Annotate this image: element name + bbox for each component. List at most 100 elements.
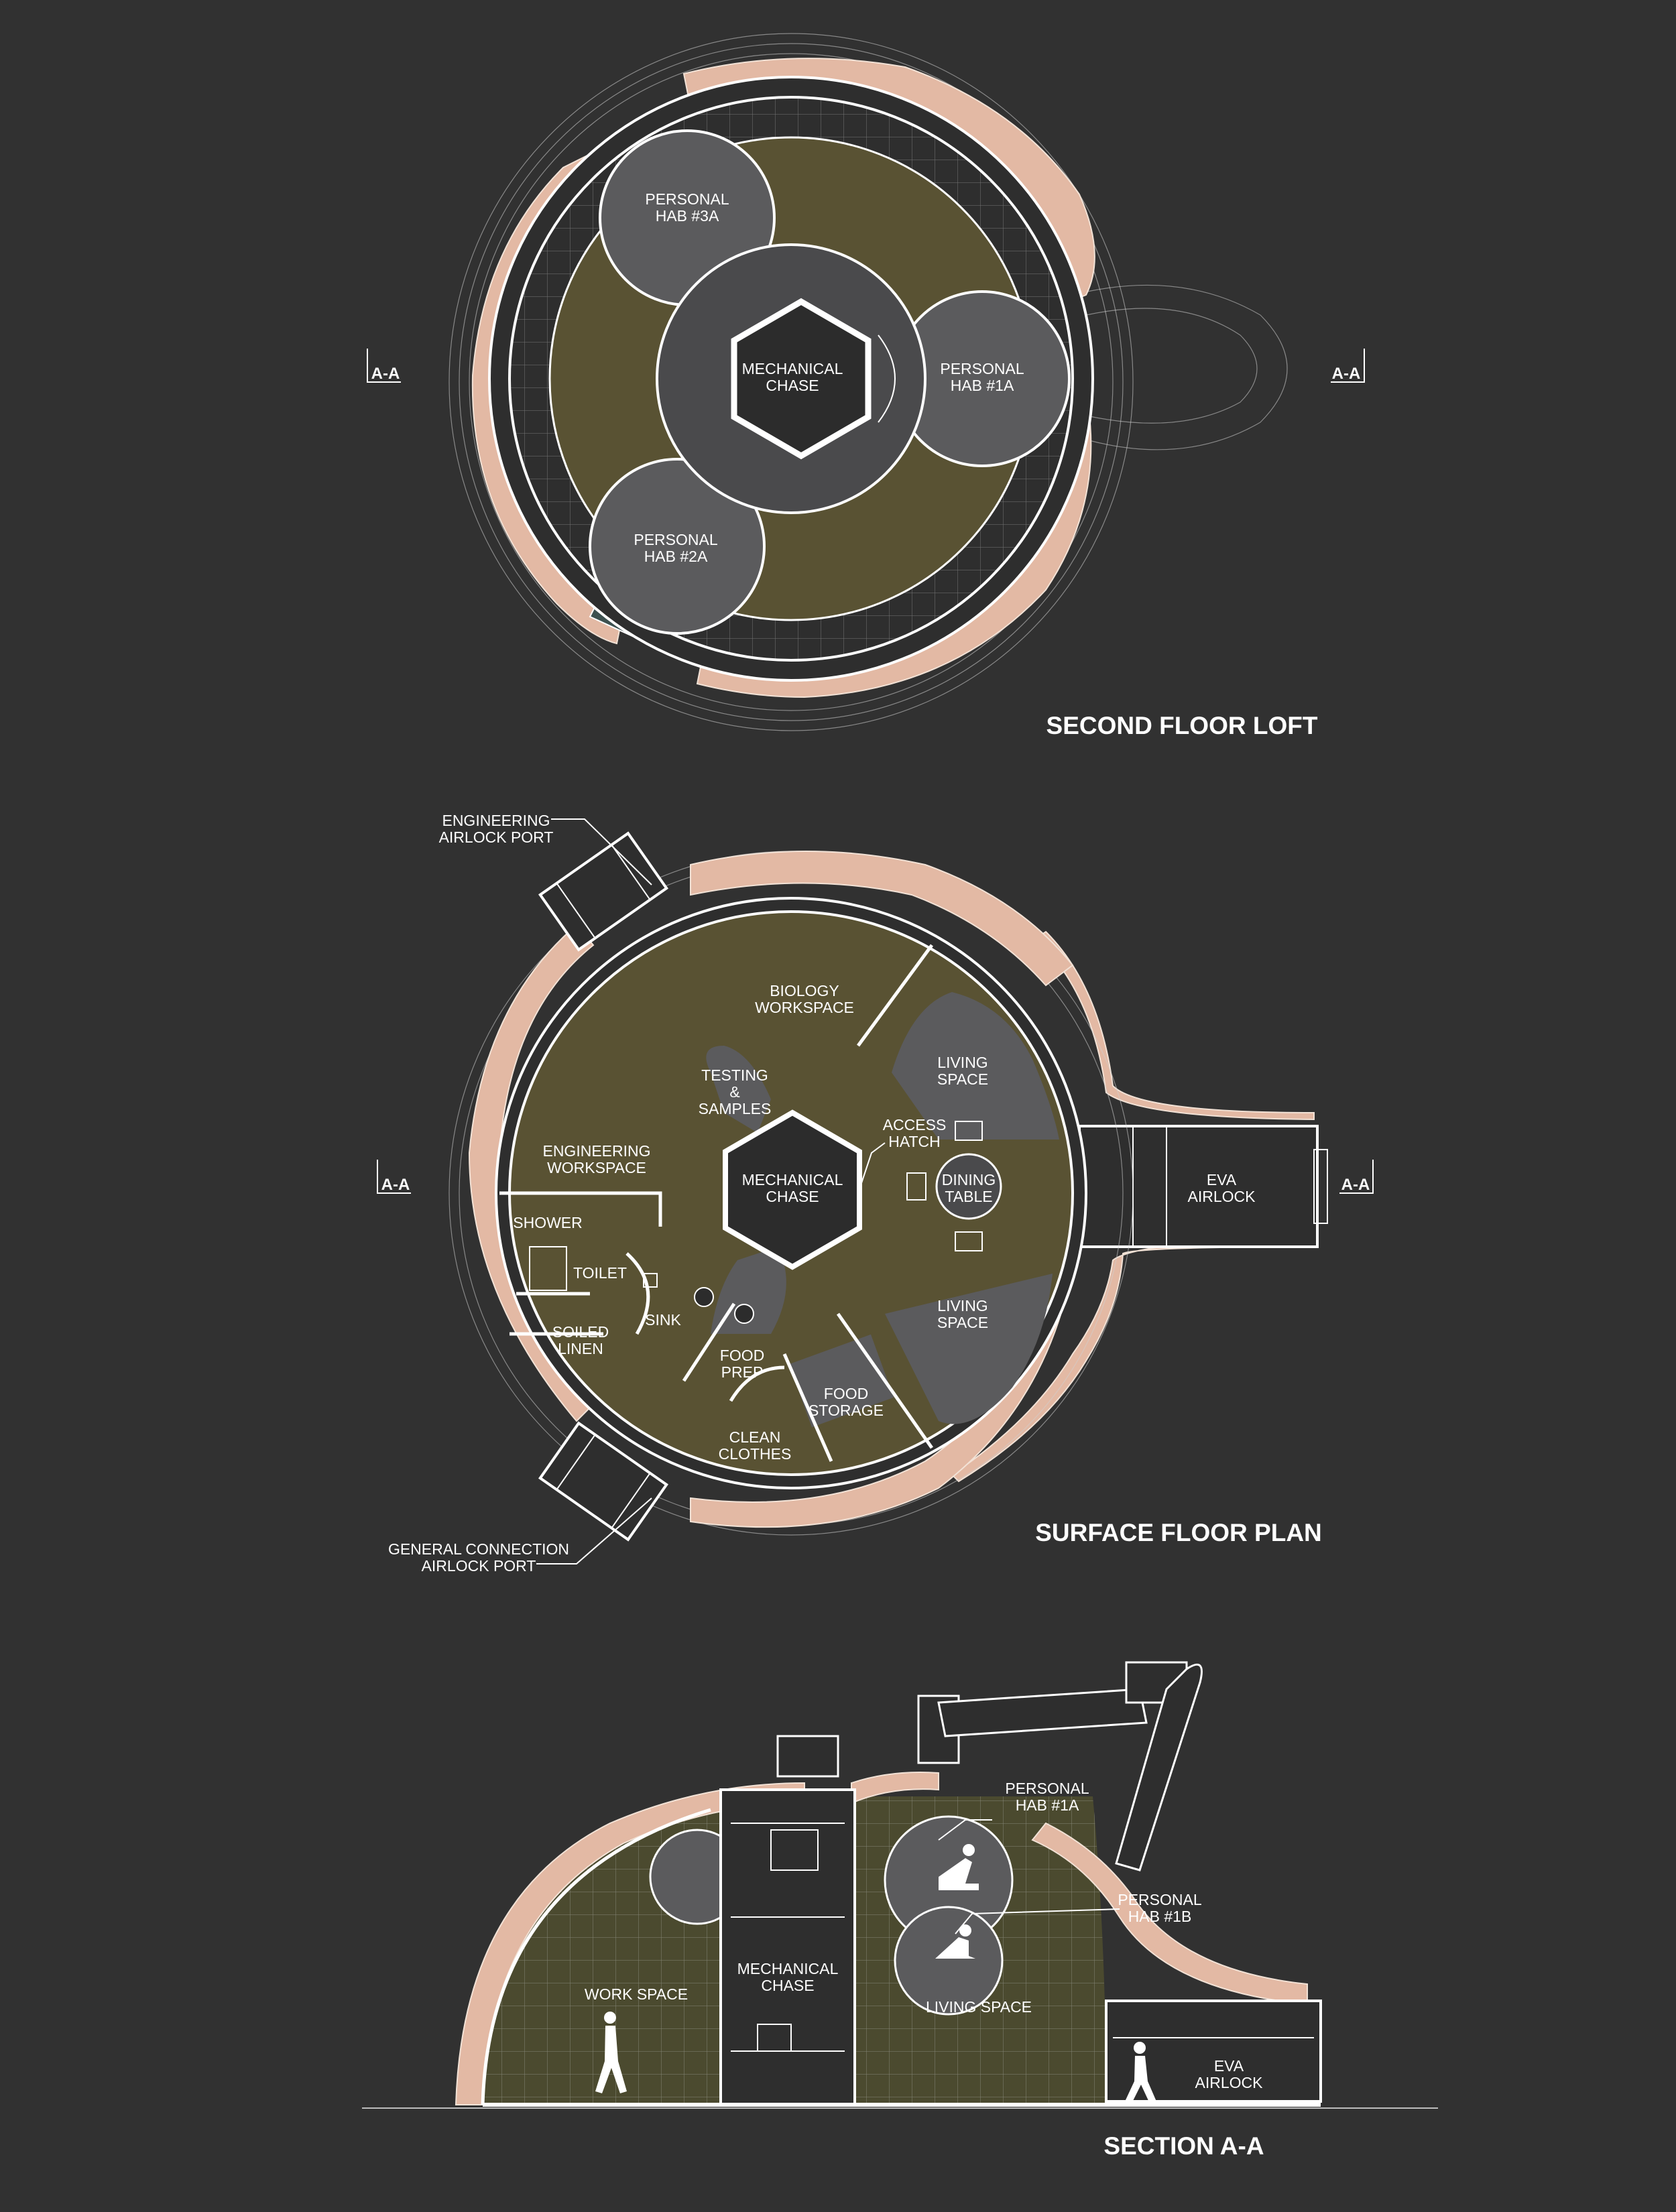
engineering-airlock-leader xyxy=(551,818,652,885)
dining-table xyxy=(935,1153,1002,1220)
section-hab-1b-label-1: PERSONAL xyxy=(1118,1891,1201,1908)
eva-airlock-label-1: EVA xyxy=(1207,1171,1237,1188)
soiled-linen-label-1: SOILED xyxy=(552,1323,609,1341)
section-regolith-shell xyxy=(455,1782,805,2105)
access-hatch-label-2: HATCH xyxy=(888,1133,941,1150)
living-space-label: LIVING SPACE xyxy=(926,1998,1032,2016)
sink-label: SINK xyxy=(645,1311,681,1329)
surface-chase-label-1: MECHANICAL xyxy=(742,1171,843,1188)
access-hatch-label-1: ACCESS xyxy=(883,1116,947,1133)
biology-workspace-label-1: BIOLOGY xyxy=(770,982,839,999)
surface-section-label-right: A-A xyxy=(1341,1176,1370,1194)
second-floor-title: SECOND FLOOR LOFT xyxy=(1046,712,1318,739)
surface-chase-label-2: CHASE xyxy=(766,1188,819,1205)
section-eva-label-2: AIRLOCK xyxy=(1195,2074,1264,2091)
living-space-bottom-label-1: LIVING xyxy=(937,1297,987,1314)
human-figure-eva xyxy=(1125,2042,1156,2103)
engineering-airlock-label-1: ENGINEERING xyxy=(442,812,550,829)
food-prep-label-1: FOOD xyxy=(720,1347,764,1364)
loft-section-label-right: A-A xyxy=(1332,365,1361,383)
surface-section-marker-left xyxy=(377,1160,411,1194)
section-chase-label-2: CHASE xyxy=(761,1977,814,1994)
hab-1b-leader xyxy=(955,1908,1120,1934)
loft-section-marker-left xyxy=(367,349,401,383)
human-figure-hab-1b xyxy=(935,1924,975,1959)
food-storage-label-2: STORAGE xyxy=(809,1402,884,1419)
surface-regolith-shell xyxy=(690,851,1074,987)
loft-airlock-shadow xyxy=(1072,284,1288,450)
eva-airlock-module xyxy=(1078,1125,1319,1248)
testing-pod xyxy=(706,1046,771,1133)
eva-airlock-label-2: AIRLOCK xyxy=(1188,1188,1256,1205)
engineering-airlock-label-2: AIRLOCK PORT xyxy=(439,828,554,846)
food-storage-label-1: FOOD xyxy=(824,1385,868,1402)
hab-3a-label-2: HAB #3A xyxy=(656,207,719,225)
loft-chase-label-1: MECHANICAL xyxy=(742,360,843,377)
clean-clothes-label-2: CLOTHES xyxy=(719,1445,792,1463)
dining-table-label-2: TABLE xyxy=(945,1188,992,1205)
hab-2a-label-2: HAB #2A xyxy=(644,548,708,565)
surface-section-marker-right xyxy=(1339,1160,1374,1194)
hab-1a-leader xyxy=(938,1819,992,1841)
testing-label-1: TESTING xyxy=(701,1066,768,1084)
robotic-arm xyxy=(776,1661,1203,1871)
section-hab-1b-label-2: HAB #1B xyxy=(1128,1908,1192,1925)
living-space-bottom-label-2: SPACE xyxy=(937,1314,988,1331)
human-figure-hab-1a xyxy=(939,1844,979,1890)
surface-floor-title: SURFACE FLOOR PLAN xyxy=(1035,1519,1322,1546)
access-hatch-leader xyxy=(861,1142,886,1184)
testing-label-2: & xyxy=(729,1083,739,1101)
testing-label-3: SAMPLES xyxy=(699,1100,772,1117)
section-chase-label-1: MECHANICAL xyxy=(737,1960,839,1977)
section-hab-1a-label-1: PERSONAL xyxy=(1005,1780,1089,1797)
surface-mechanical-chase xyxy=(723,1109,862,1270)
hab-1a-label-2: HAB #1A xyxy=(951,377,1014,394)
general-airlock-leader xyxy=(536,1497,652,1564)
loft-mechanical-chase xyxy=(731,298,872,460)
section-hab-1b xyxy=(894,1906,1004,2016)
food-prep-label-2: PREP xyxy=(721,1363,764,1381)
living-space-top-label-1: LIVING xyxy=(937,1054,987,1071)
section-dome-outline xyxy=(481,1808,711,2105)
work-space-label: WORK SPACE xyxy=(585,1985,688,2003)
partition-walls xyxy=(856,944,934,1047)
svg-text:TESTING&SAMPLES: TESTING&SAMPLES xyxy=(699,1066,772,1117)
shower-label: SHOWER xyxy=(513,1214,583,1231)
loft-outer-wireframe xyxy=(448,33,1134,731)
clean-clothes-label-1: CLEAN xyxy=(729,1428,781,1446)
dining-table-label-1: DINING xyxy=(942,1171,996,1188)
engineering-workspace-label-1: ENGINEERING xyxy=(542,1142,650,1160)
hab-2a-label-1: PERSONAL xyxy=(634,531,717,548)
section-hab-1a-label-2: HAB #1A xyxy=(1016,1796,1079,1814)
general-connection-airlock-port xyxy=(538,1421,668,1542)
section-mechanical-chase xyxy=(719,1788,856,2106)
living-space-bottom-pod xyxy=(885,1274,1053,1424)
living-space-top-pod xyxy=(892,992,1059,1140)
loft-chase-label-2: CHASE xyxy=(766,377,819,394)
human-figure-work-space xyxy=(595,2012,627,2093)
general-airlock-label-2: AIRLOCK PORT xyxy=(422,1557,536,1575)
engineering-workspace-label-2: WORKSPACE xyxy=(547,1159,646,1176)
biology-workspace-label-2: WORKSPACE xyxy=(755,999,854,1016)
personal-hab-2a xyxy=(589,458,766,635)
